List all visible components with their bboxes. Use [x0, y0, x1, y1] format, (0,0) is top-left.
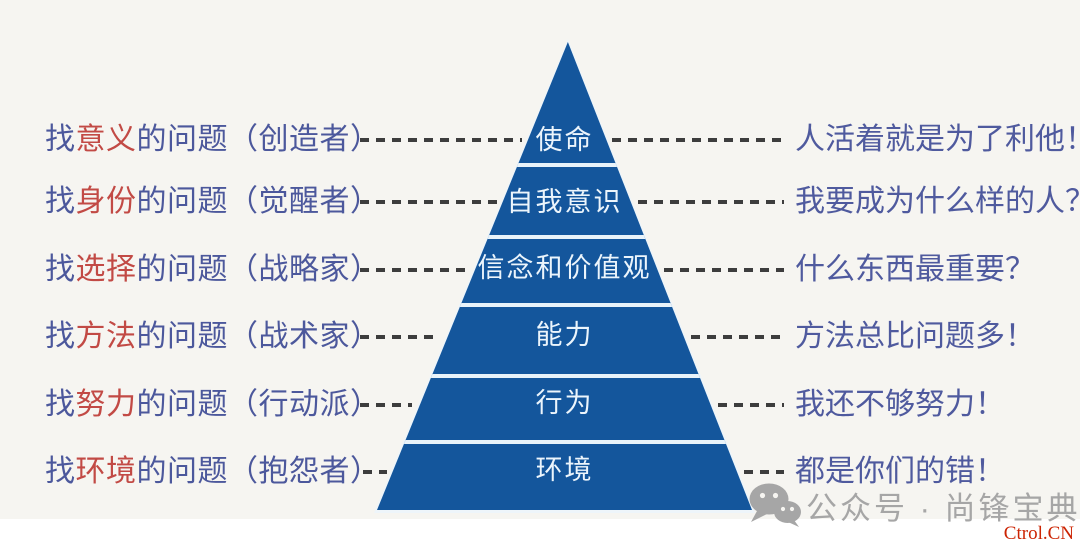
- pyramid-divider: [377, 303, 752, 307]
- pyramid-level-beliefs-values: 信念和价值观: [477, 253, 652, 283]
- label-prefix: 找: [45, 253, 76, 286]
- right-statement: 都是你们的错！: [795, 455, 1005, 488]
- right-statement: 我要成为什么样的人？: [795, 185, 1080, 218]
- right-statement: 我还不够努力！: [795, 388, 1005, 421]
- label-rest: 的问题（行动派）: [136, 388, 381, 421]
- pyramid-divider: [377, 440, 752, 444]
- right-statement: 什么东西最重要？: [795, 253, 1035, 286]
- label-rest: 的问题（觉醒者）: [136, 185, 381, 218]
- label-prefix: 找: [45, 123, 76, 156]
- dashed-connector-left: [360, 403, 412, 407]
- dashed-connector-right: [718, 403, 784, 407]
- label-prefix: 找: [45, 320, 76, 353]
- label-keyword: 身份: [75, 185, 137, 218]
- watermark-text: 公众号 · 尚锋宝典: [806, 490, 1080, 526]
- dashed-connector-right: [744, 470, 784, 474]
- wechat-icon: [749, 483, 801, 527]
- pyramid-level-self-awareness: 自我意识: [506, 187, 623, 217]
- dashed-connector-left: [360, 335, 440, 339]
- label-rest: 的问题（抱怨者）: [136, 455, 381, 488]
- pyramid: 使命 自我意识 信念和价值观 能力 行为 环境: [374, 39, 755, 513]
- label-rest: 的问题（创造者）: [136, 123, 381, 156]
- pyramid-divider: [377, 163, 752, 167]
- left-label-effort: 找努力的问题（行动派）: [45, 385, 381, 425]
- bottom-margin: [0, 519, 1080, 547]
- left-label-method: 找方法的问题（战术家）: [45, 317, 381, 357]
- pyramid-divider: [377, 235, 752, 239]
- pyramid-body: 使命 自我意识 信念和价值观 能力 行为 环境: [377, 42, 752, 510]
- dashed-connector-right: [664, 268, 784, 272]
- pyramid-level-behavior: 行为: [535, 388, 594, 418]
- left-label-identity: 找身份的问题（觉醒者）: [45, 182, 381, 222]
- right-statement: 方法总比问题多！: [795, 320, 1035, 353]
- dashed-connector-left: [360, 268, 465, 272]
- label-keyword: 方法: [75, 320, 137, 353]
- label-keyword: 选择: [75, 253, 137, 286]
- left-label-choice: 找选择的问题（战略家）: [45, 250, 381, 290]
- label-rest: 的问题（战术家）: [136, 320, 381, 353]
- dashed-connector-left: [363, 470, 387, 474]
- label-keyword: 努力: [75, 388, 137, 421]
- pyramid-level-mission: 使命: [535, 125, 594, 155]
- pyramid-divider: [377, 374, 752, 378]
- pyramid-level-capability: 能力: [535, 320, 594, 350]
- right-statement: 人活着就是为了利他！: [795, 123, 1080, 156]
- label-keyword: 环境: [75, 455, 137, 488]
- label-prefix: 找: [45, 455, 76, 488]
- label-keyword: 意义: [75, 123, 137, 156]
- site-credit: Ctrol.CN: [1003, 523, 1074, 544]
- left-label-meaning: 找意义的问题（创造者）: [45, 120, 381, 160]
- dashed-connector-left: [360, 138, 522, 142]
- label-rest: 的问题（战略家）: [136, 253, 381, 286]
- label-prefix: 找: [45, 185, 76, 218]
- dashed-connector-right: [638, 200, 784, 204]
- watermark: 公众号 · 尚锋宝典: [748, 482, 1080, 528]
- dashed-connector-left: [360, 200, 497, 204]
- left-label-environment: 找环境的问题（抱怨者）: [45, 452, 381, 492]
- dashed-connector-right: [612, 138, 784, 142]
- label-prefix: 找: [45, 388, 76, 421]
- dashed-connector-right: [691, 335, 784, 339]
- pyramid-level-environment: 环境: [535, 455, 594, 485]
